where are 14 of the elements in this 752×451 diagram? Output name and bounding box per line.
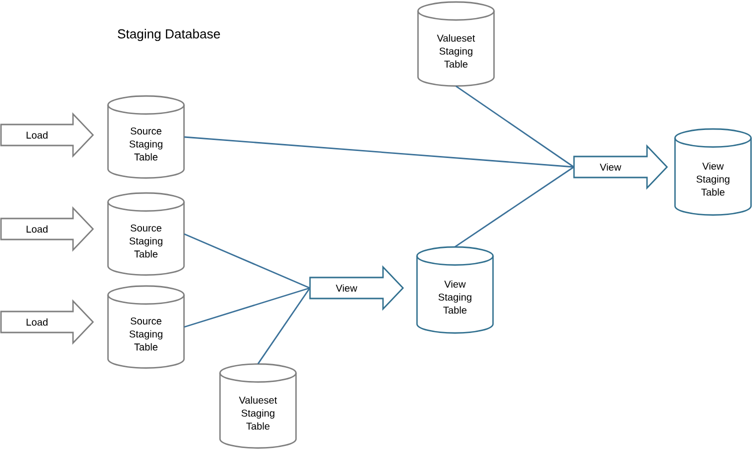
connector-line — [456, 86, 574, 168]
cylinder: View Staging Table — [416, 246, 494, 334]
cylinder: Source Staging Table — [107, 95, 185, 179]
connector-line — [184, 233, 310, 289]
connector-line — [184, 287, 310, 328]
cylinder: Valueset Staging Table — [417, 1, 495, 87]
cylinder: Valueset Staging Table — [219, 363, 297, 449]
connector-line — [184, 136, 574, 168]
cylinder: Source Staging Table — [107, 192, 185, 276]
cylinder: View Staging Table — [674, 128, 752, 216]
connector-line — [257, 288, 310, 364]
cylinder: Source Staging Table — [107, 285, 185, 369]
title: Staging Database — [118, 28, 220, 42]
connector-line — [454, 166, 574, 248]
